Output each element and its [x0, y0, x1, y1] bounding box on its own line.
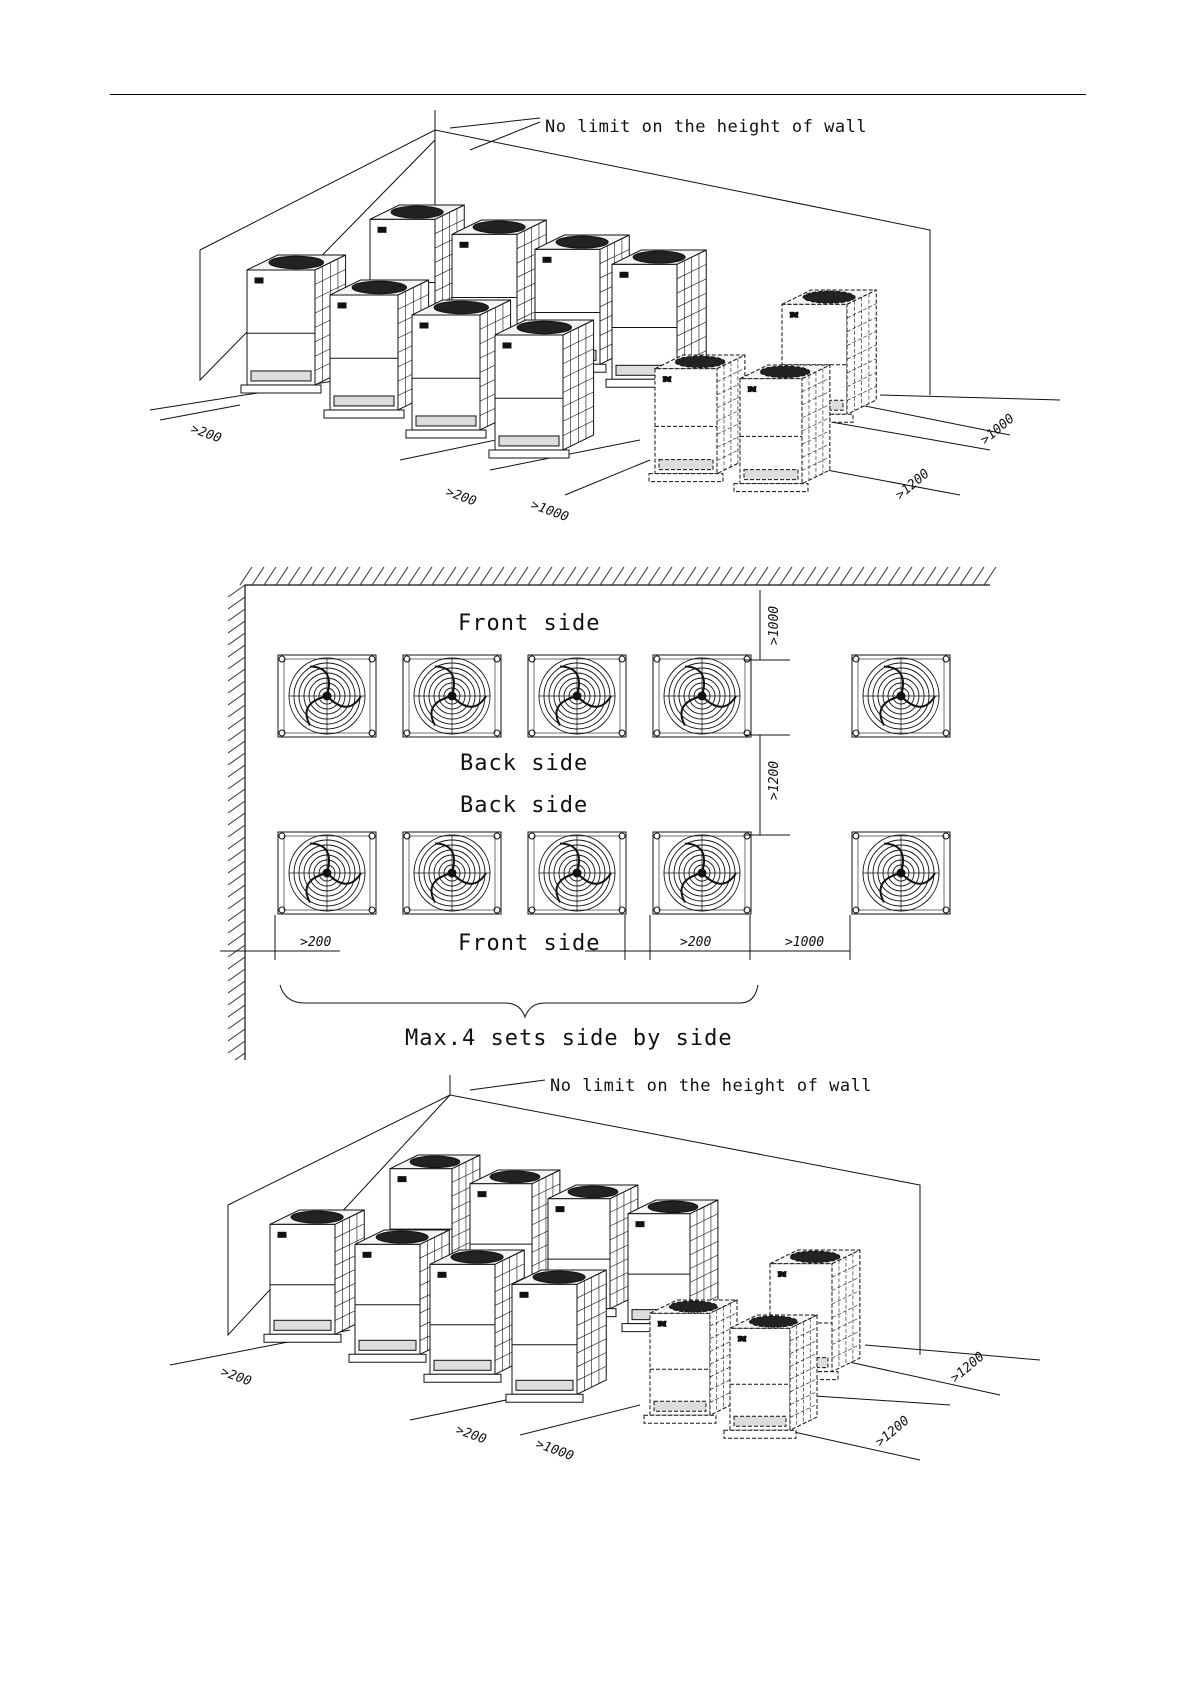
dim-right-front-bottom: >1200	[873, 1413, 913, 1450]
group-note: Max.4 sets side by side	[405, 1026, 733, 1051]
dim-wall: >200	[300, 935, 331, 950]
dim-right-front: >1200	[893, 466, 933, 503]
isometric-drawing-bottom: No limit on the height of wall >200 >200…	[0, 1075, 1191, 1495]
outdoor-unit-7	[424, 1250, 524, 1382]
dim-gap: >200	[680, 935, 711, 950]
outdoor-unit-8	[506, 1270, 606, 1402]
wall-note-bottom: No limit on the height of wall	[550, 1076, 872, 1096]
back-side-bottom: Back side	[460, 793, 588, 818]
dim-front-gap: >200	[444, 485, 479, 510]
dim-rows: >1000	[767, 606, 782, 645]
units-group-top	[241, 205, 876, 492]
back-side-top: Back side	[460, 751, 588, 776]
dim-between-rows: >1200	[767, 761, 782, 800]
fan-unit-plan-10	[852, 832, 950, 914]
fan-unit-plan-6	[278, 832, 376, 914]
fan-unit-plan-2	[403, 655, 501, 737]
front-side-top: Front side	[458, 611, 600, 636]
isometric-view-bottom: No limit on the height of wall >200 >200…	[0, 1075, 1191, 1495]
header-rule	[110, 94, 1086, 95]
outdoor-unit-5	[264, 1210, 364, 1342]
fan-unit-plan-4	[653, 655, 751, 737]
dim-group: >1000	[785, 935, 824, 950]
fan-units-plan	[278, 655, 950, 914]
dim-front-rows-bottom: >1000	[534, 1437, 576, 1465]
fan-unit-plan-1	[278, 655, 376, 737]
outdoor-unit-10	[649, 355, 745, 482]
isometric-view-top: No limit on the height of wall >200 >200…	[0, 110, 1191, 540]
dim-front-gap-bottom: >200	[454, 1423, 489, 1448]
dim-front-rows: >1000	[529, 498, 571, 526]
dim-right-back-bottom: >1200	[948, 1349, 988, 1386]
units-group-bottom	[264, 1155, 860, 1438]
dim-left-bottom: >200	[219, 1365, 254, 1390]
outdoor-unit-10	[644, 1300, 737, 1423]
wall-note: No limit on the height of wall	[545, 117, 867, 137]
outdoor-unit-11	[734, 365, 830, 492]
plan-view: Front side Back side Back side Front sid…	[0, 555, 1191, 1060]
front-side-bottom: Front side	[458, 931, 600, 956]
fan-unit-plan-7	[403, 832, 501, 914]
outdoor-unit-8	[489, 320, 594, 458]
wall-hatching	[228, 567, 996, 1060]
dim-left: >200	[189, 422, 224, 447]
fan-unit-plan-3	[528, 655, 626, 737]
plan-drawing: Front side Back side Back side Front sid…	[0, 555, 1191, 1060]
outdoor-unit-11	[724, 1315, 817, 1438]
isometric-drawing-top: No limit on the height of wall >200 >200…	[0, 110, 1191, 540]
fan-unit-plan-8	[528, 832, 626, 914]
fan-unit-plan-5	[852, 655, 950, 737]
fan-unit-plan-9	[653, 832, 751, 914]
